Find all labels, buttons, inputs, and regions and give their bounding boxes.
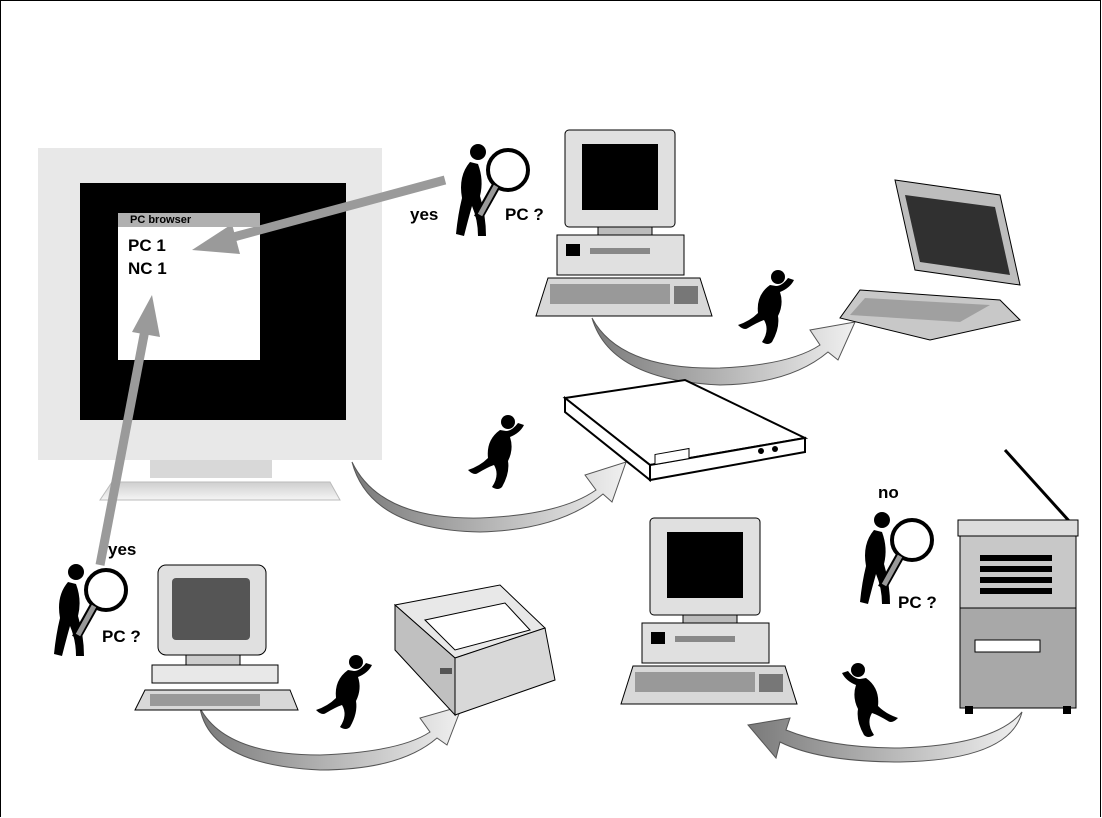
curve-arrow-icon	[748, 712, 1022, 762]
label-no: no	[878, 483, 899, 503]
modem-icon	[565, 380, 805, 480]
browser-item-pc1[interactable]: PC 1	[128, 236, 166, 256]
runner-icon	[468, 415, 524, 489]
browser-title-bar: PC browser	[118, 213, 260, 227]
label-yes-top: yes	[410, 205, 438, 225]
runner-icon	[738, 270, 794, 344]
curve-arrow-icon	[352, 462, 626, 532]
laptop-icon	[840, 180, 1020, 340]
desktop-pc-icon	[135, 565, 298, 710]
label-pc-query-top: PC ?	[505, 205, 544, 225]
label-yes-bottom: yes	[108, 540, 136, 560]
runner-icon	[316, 655, 372, 729]
label-pc-query-right: PC ?	[898, 593, 937, 613]
label-pc-query-bottom: PC ?	[102, 627, 141, 647]
runner-icon	[842, 663, 898, 737]
desktop-pc-icon	[536, 130, 712, 316]
big-monitor-icon	[38, 148, 382, 500]
curve-arrow-icon	[592, 318, 855, 385]
desktop-pc-icon	[621, 518, 797, 704]
browser-item-nc1[interactable]: NC 1	[128, 259, 167, 279]
printer-icon	[395, 585, 555, 715]
detective-icon	[860, 512, 932, 604]
curve-arrow-icon	[200, 706, 462, 770]
copier-icon	[958, 450, 1078, 714]
